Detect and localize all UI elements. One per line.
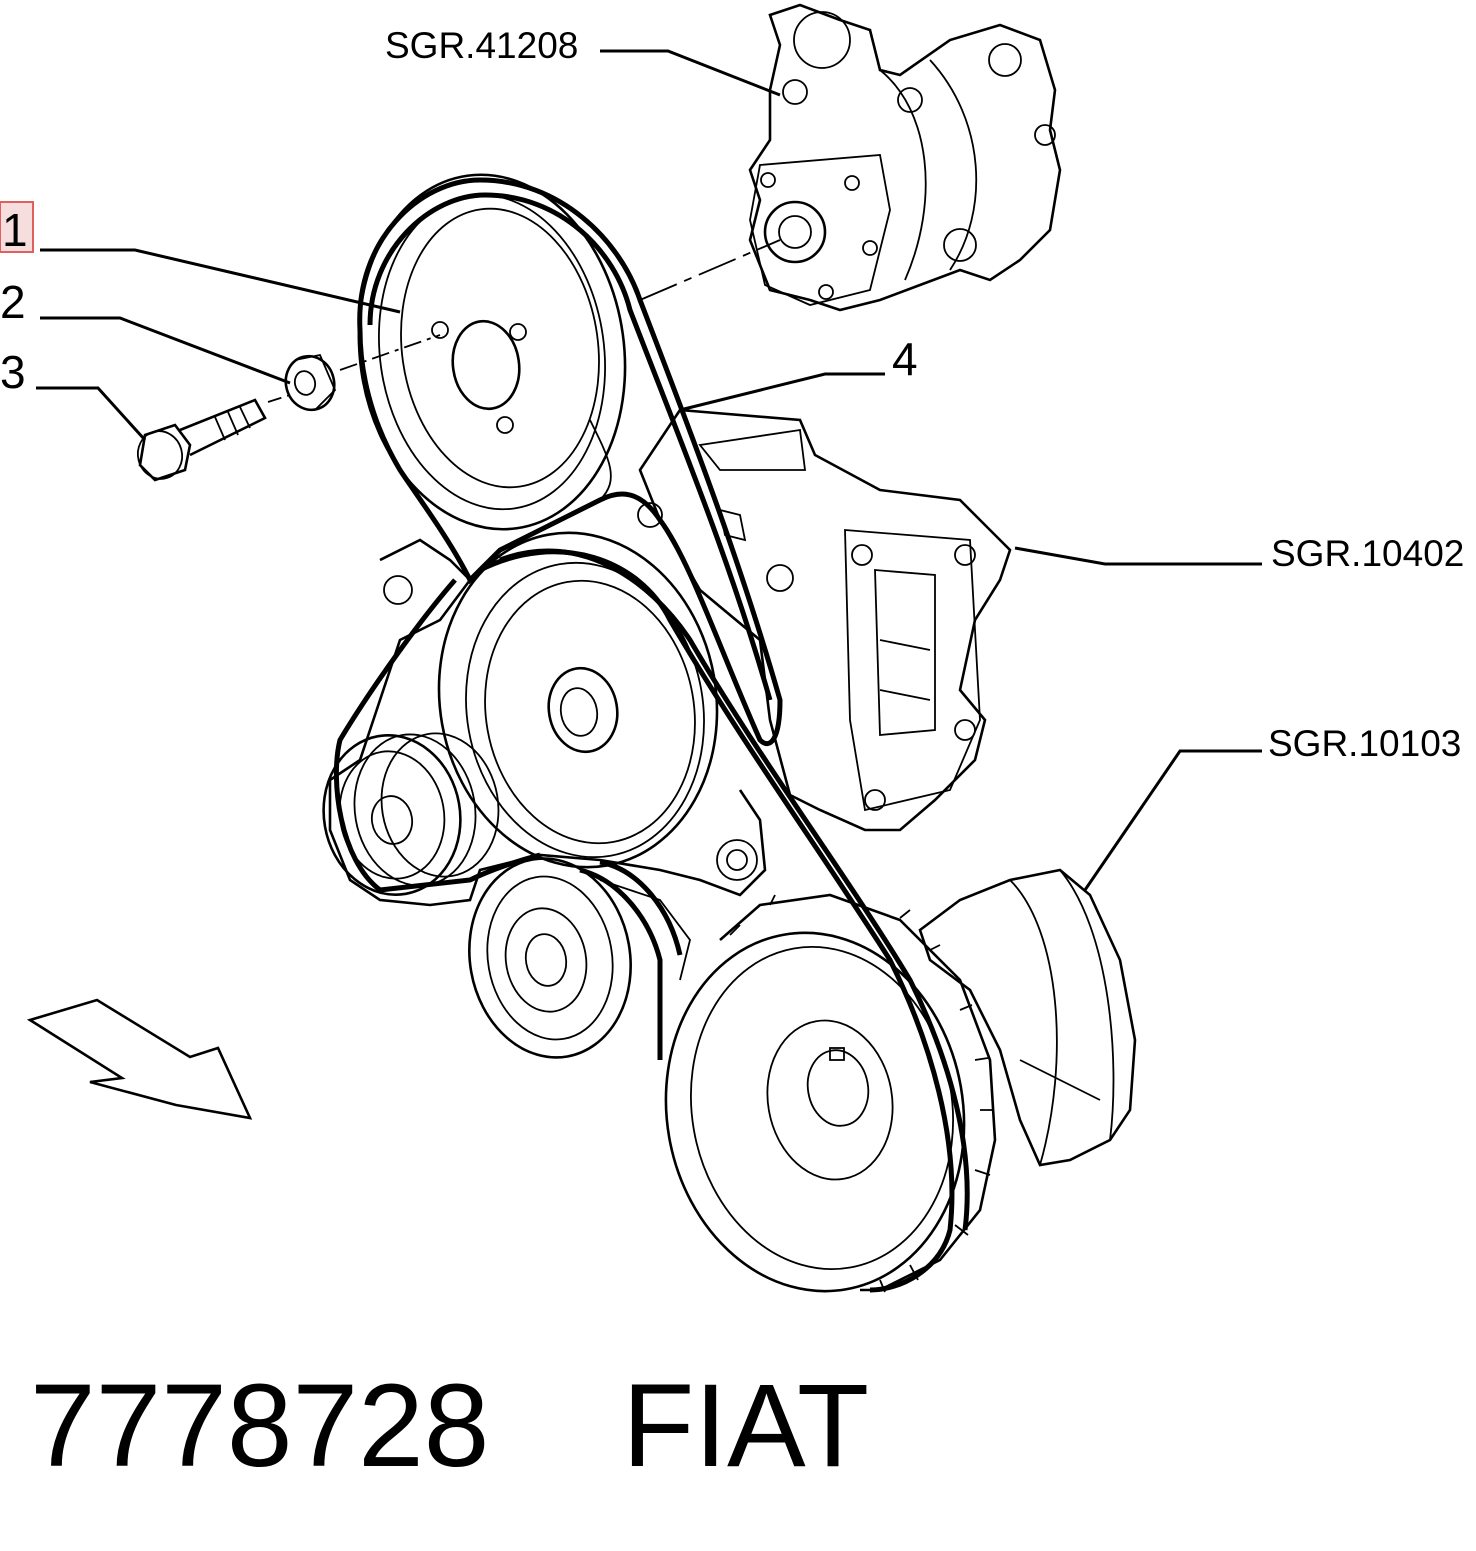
ref-sgr-10402[interactable]: SGR.10402 (1271, 533, 1464, 574)
item-3-label[interactable]: 3 (0, 346, 26, 398)
washer (284, 353, 337, 412)
callout-lines (36, 49, 1262, 891)
brand-name: FIAT (622, 1360, 870, 1492)
item-1-highlight (0, 201, 34, 253)
tensioner-pulley (468, 857, 691, 1059)
part-number: 7778728 (30, 1360, 490, 1492)
engine-block-front (328, 538, 767, 907)
power-steering-pump (748, 3, 1062, 312)
ref-sgr-41208[interactable]: SGR.41208 (385, 25, 578, 66)
item-1-label[interactable]: 1 (2, 204, 28, 256)
ref-sgr-10103[interactable]: SGR.10103 (1268, 723, 1461, 764)
poly-v-belt (333, 177, 970, 1293)
crankshaft-pulley (664, 893, 997, 1293)
bolt (136, 334, 441, 482)
pump-pulley (357, 173, 627, 531)
crankshaft-housing (918, 868, 1137, 1167)
item-4-label[interactable]: 4 (892, 333, 918, 385)
item-2-label[interactable]: 2 (0, 276, 26, 328)
direction-arrow (26, 998, 253, 1120)
footer-caption: 7778728 FIAT (30, 1358, 869, 1494)
